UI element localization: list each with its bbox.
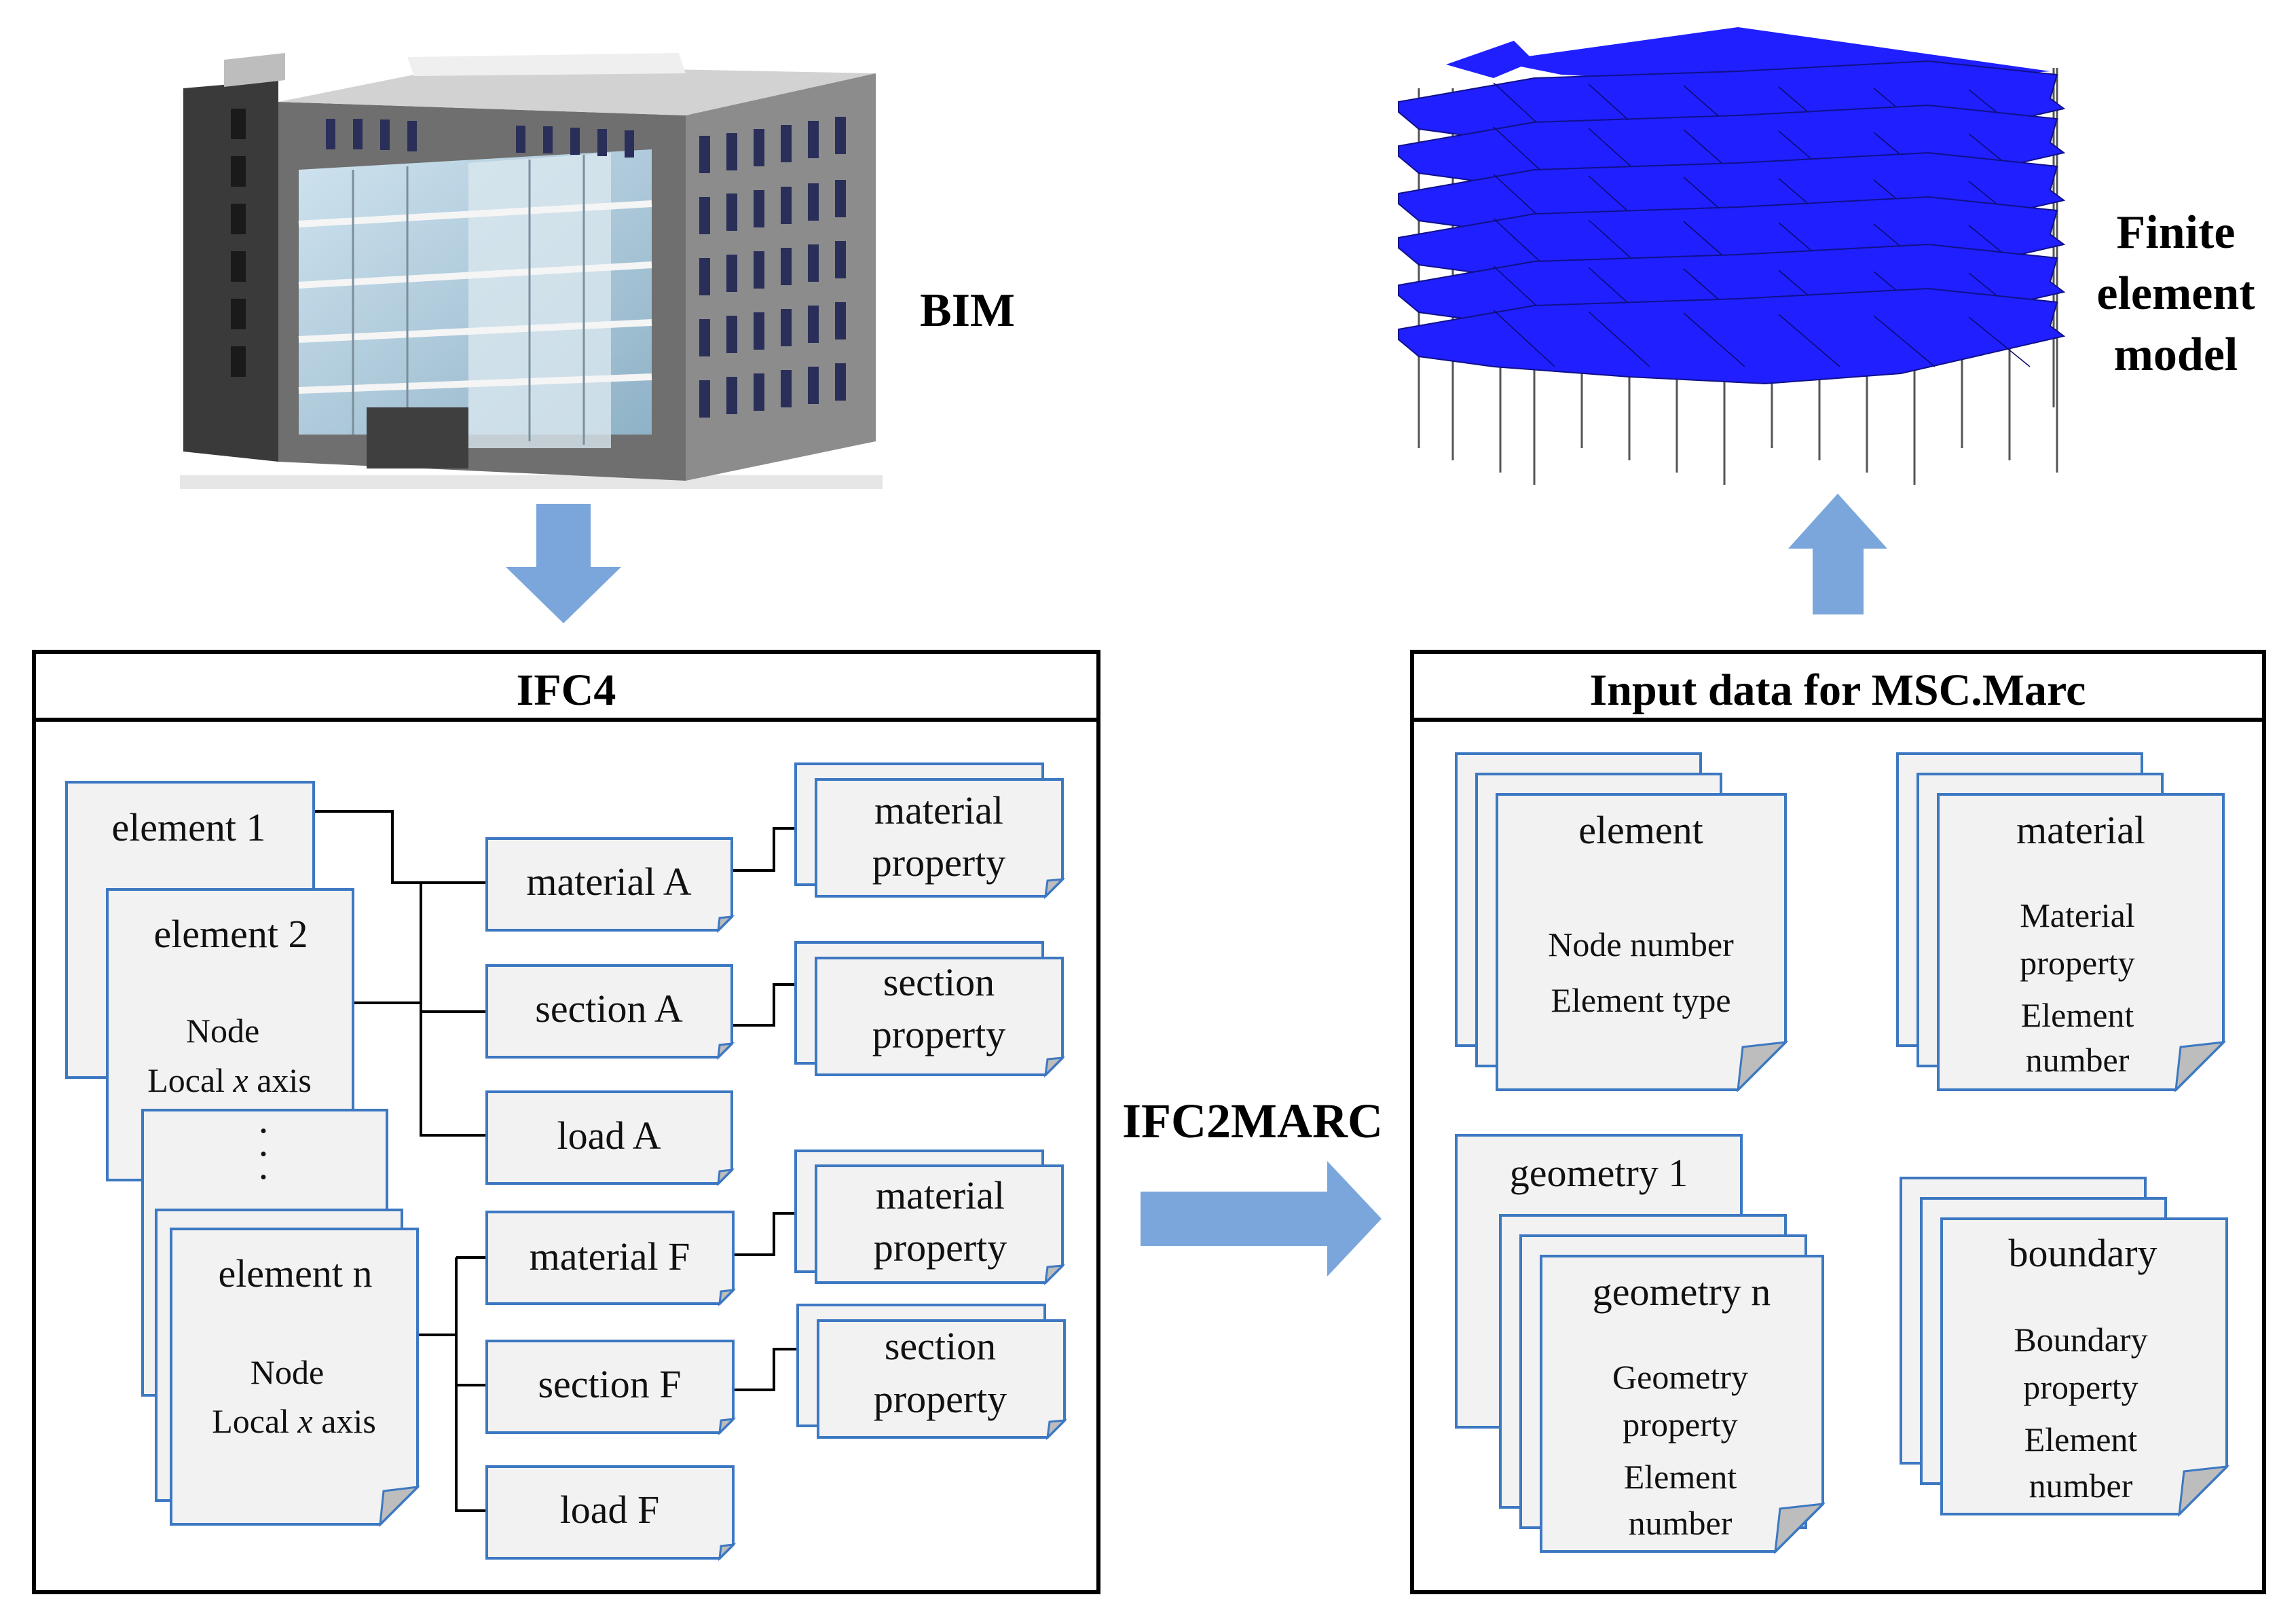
marc-geometryn-title: geometry n bbox=[1593, 1270, 1771, 1314]
bim-building-image bbox=[180, 53, 883, 489]
sectionA-property-line2: property bbox=[872, 1012, 1006, 1056]
materialF-property-line1: material bbox=[876, 1173, 1005, 1217]
marc-boundary-title: boundary bbox=[2008, 1231, 2157, 1275]
materialA-property-line1: material bbox=[874, 788, 1003, 832]
ifc4-title: IFC4 bbox=[517, 665, 616, 715]
element2-node: Node bbox=[186, 1012, 259, 1050]
fem-mesh-line bbox=[1683, 312, 1745, 367]
marc-boundary-line4: number bbox=[2029, 1467, 2133, 1505]
ellipsis-dot-1: . bbox=[259, 1097, 269, 1141]
marc-geometry-line4: number bbox=[1629, 1504, 1733, 1542]
sectionF-property-line2: property bbox=[874, 1377, 1007, 1421]
fem-slab bbox=[1446, 41, 1534, 78]
down-arrow bbox=[506, 504, 621, 623]
fem-label-line3: model bbox=[2114, 329, 2238, 381]
marc-material-title: material bbox=[2016, 808, 2145, 852]
marc-geometry-line2: property bbox=[1623, 1405, 1737, 1444]
fem-mesh-line bbox=[1873, 315, 1936, 367]
marc-material-line2: property bbox=[2020, 944, 2134, 982]
ellipsis-dot-2: . bbox=[259, 1120, 269, 1164]
sectionA-label: section A bbox=[535, 987, 683, 1031]
marc-geometry-line1: Geometry bbox=[1612, 1358, 1748, 1396]
converter-label: IFC2MARC bbox=[1122, 1094, 1383, 1148]
right-arrow bbox=[1141, 1161, 1382, 1276]
element2-axis: Local x axis bbox=[147, 1061, 312, 1099]
loadA-label: load A bbox=[557, 1114, 661, 1158]
fem-label-line2: element bbox=[2096, 268, 2255, 320]
bim-label: BIM bbox=[920, 284, 1015, 337]
fem-slab bbox=[1398, 287, 2066, 385]
materialA-property-line2: property bbox=[872, 841, 1006, 885]
materialF-property-line2: property bbox=[874, 1226, 1007, 1270]
marc-boundary-line3: Element bbox=[2024, 1420, 2138, 1458]
up-arrow bbox=[1788, 494, 1887, 614]
ellipsis-dot-3: . bbox=[259, 1143, 269, 1188]
fem-mesh-line bbox=[1588, 311, 1650, 367]
materialF-label: material F bbox=[530, 1234, 690, 1279]
fem-mesh-line bbox=[1778, 314, 1840, 367]
marc-geometry1-title: geometry 1 bbox=[1510, 1151, 1688, 1195]
elementn-node: Node bbox=[251, 1353, 324, 1391]
marc-element-title: element bbox=[1578, 808, 1703, 852]
marc-material-line4: number bbox=[2026, 1041, 2130, 1079]
marc-material-line1: Material bbox=[2020, 896, 2134, 934]
fem-mesh-line bbox=[1968, 316, 2031, 367]
sectionF-label: section F bbox=[538, 1362, 681, 1406]
marc-boundary-line2: property bbox=[2023, 1368, 2138, 1406]
sectionF-property-line1: section bbox=[885, 1324, 996, 1368]
elementn-axis: Local x axis bbox=[212, 1402, 376, 1440]
element1-label: element 1 bbox=[111, 805, 265, 849]
materialA-label: material A bbox=[526, 860, 691, 904]
marc-boundary-line1: Boundary bbox=[2014, 1321, 2147, 1359]
elementn-label: element n bbox=[218, 1251, 372, 1295]
ifc4-panel: IFC4 element 1 element 2 Node Local x ax… bbox=[32, 650, 1100, 1594]
marc-title: Input data for MSC.Marc bbox=[1590, 665, 2086, 715]
element2-label: element 2 bbox=[153, 912, 308, 956]
finite-element-model-image bbox=[1398, 27, 2066, 485]
marc-element-line2: Element type bbox=[1551, 981, 1730, 1019]
marc-element-line1: Node number bbox=[1548, 925, 1734, 963]
fem-label-line1: Finite bbox=[2117, 206, 2236, 259]
fem-mesh-line bbox=[1493, 310, 1555, 367]
marc-geometry-line3: Element bbox=[1624, 1458, 1737, 1496]
loadF-label: load F bbox=[560, 1488, 660, 1532]
marc-panel: Input data for MSC.Marc element Node num… bbox=[1410, 650, 2266, 1594]
sectionA-property-line1: section bbox=[883, 960, 995, 1004]
marc-material-line3: Element bbox=[2021, 996, 2134, 1034]
